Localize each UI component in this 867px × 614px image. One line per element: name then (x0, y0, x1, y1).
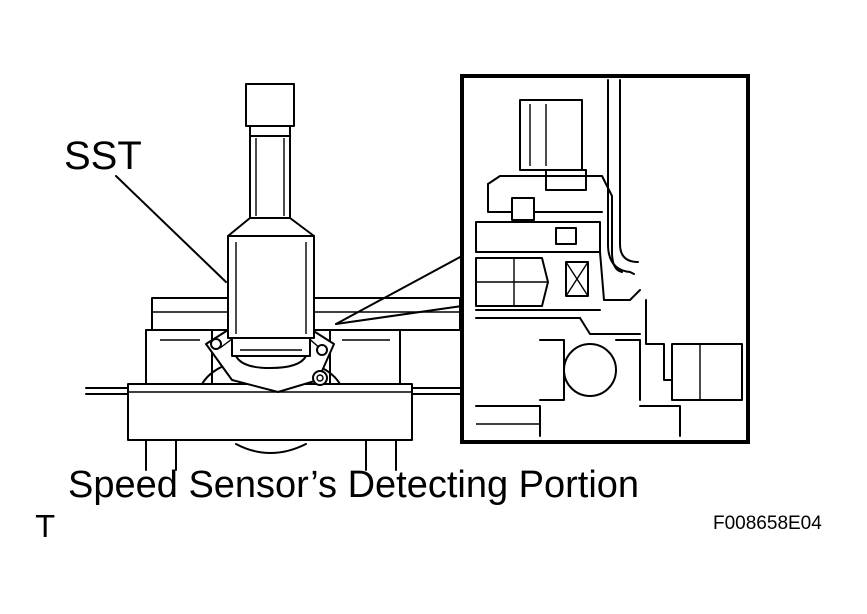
figure-code: F008658E04 (713, 513, 822, 534)
leader-lines (115, 175, 463, 325)
sst-tool (227, 83, 315, 369)
figure-caption: Speed Sensor’s Detecting Portion (68, 464, 640, 506)
callout-leader-lower (335, 305, 463, 325)
callout-leader-upper (335, 255, 463, 325)
detail-inset (460, 74, 750, 444)
sst-label: SST (64, 134, 142, 178)
sst-leader-line (115, 175, 227, 283)
corner-mark: T (36, 510, 55, 545)
